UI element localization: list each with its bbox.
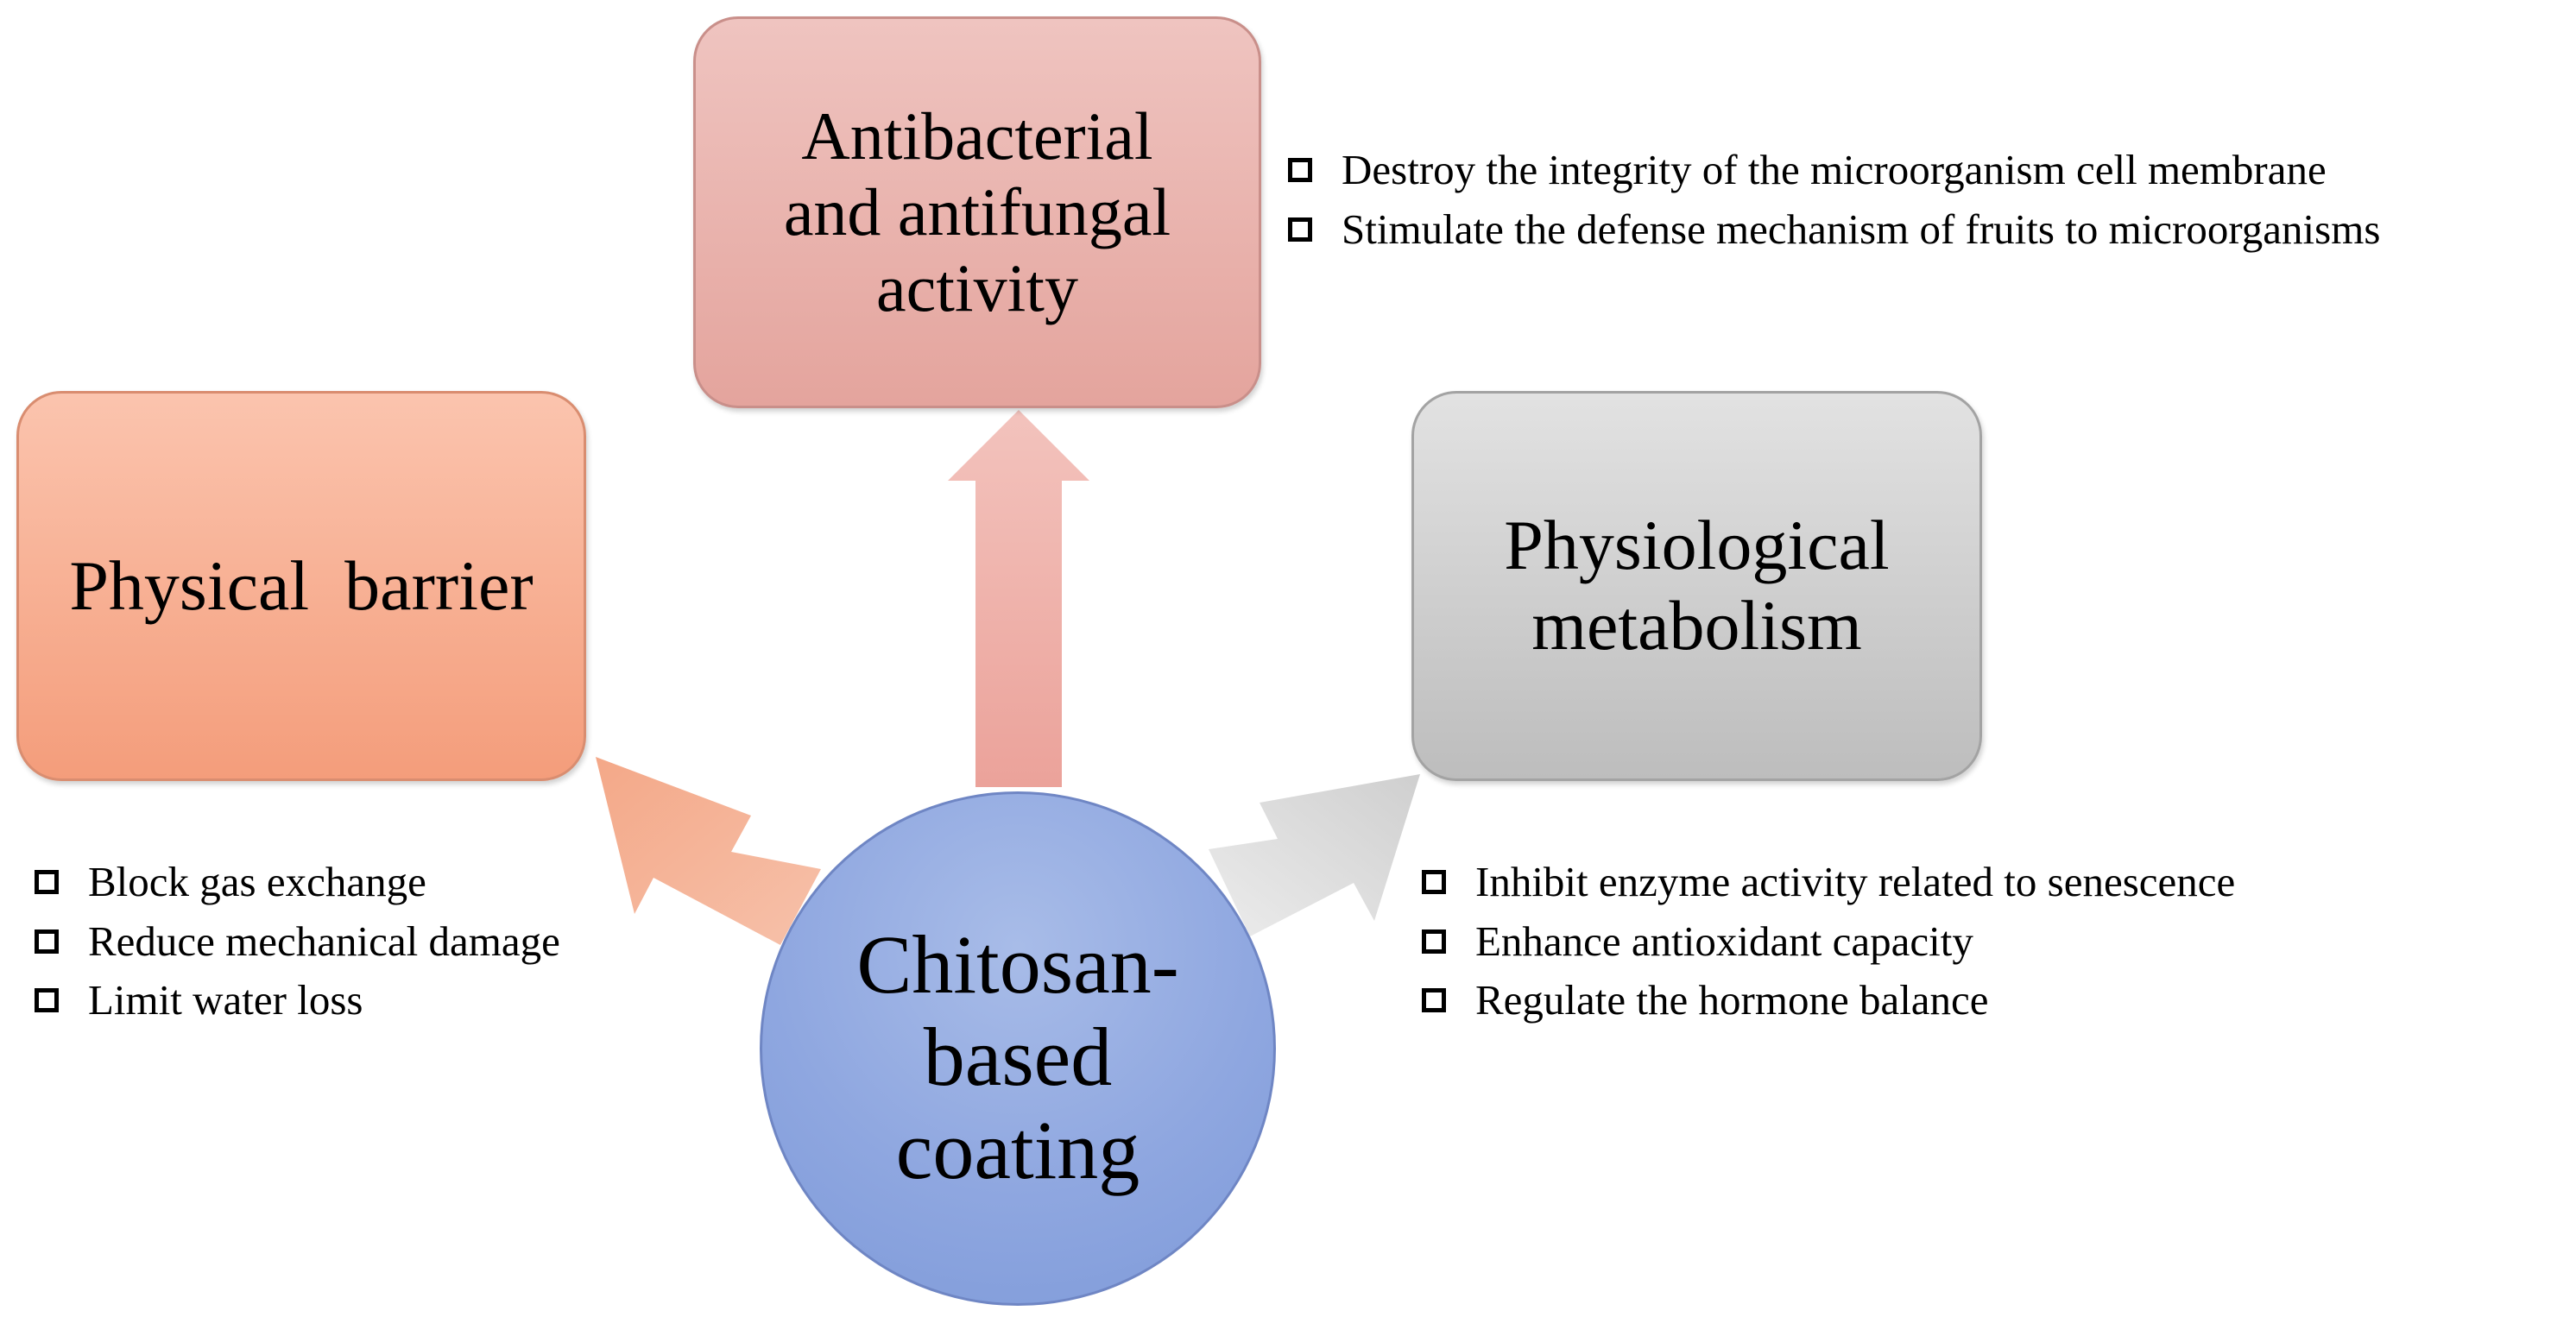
physical-barrier-effects-list: Block gas exchange Reduce mechanical dam… bbox=[35, 853, 560, 1030]
checkbox-icon bbox=[1422, 870, 1446, 895]
checkbox-icon bbox=[35, 929, 59, 954]
list-item: Destroy the integrity of the microorgani… bbox=[1288, 141, 2380, 200]
list-item: Regulate the hormone balance bbox=[1422, 971, 2235, 1030]
box-physical-barrier: Physical barrier bbox=[16, 391, 586, 781]
physiological-effects-list: Inhibit enzyme activity related to senes… bbox=[1422, 853, 2235, 1030]
list-item: Inhibit enzyme activity related to senes… bbox=[1422, 853, 2235, 912]
list-item: Reduce mechanical damage bbox=[35, 912, 560, 972]
arrow-to-physiological bbox=[1209, 774, 1420, 936]
list-item-text: Destroy the integrity of the microorgani… bbox=[1342, 146, 2327, 193]
list-item: Stimulate the defense mechanism of fruit… bbox=[1288, 200, 2380, 260]
list-item-text: Stimulate the defense mechanism of fruit… bbox=[1342, 205, 2381, 253]
checkbox-icon bbox=[1288, 217, 1312, 242]
arrow-to-physical bbox=[596, 757, 821, 945]
list-item: Enhance antioxidant capacity bbox=[1422, 912, 2235, 972]
checkbox-icon bbox=[35, 870, 59, 895]
checkbox-icon bbox=[1422, 988, 1446, 1013]
list-item-text: Regulate the hormone balance bbox=[1475, 976, 1989, 1024]
antibacterial-effects-list: Destroy the integrity of the microorgani… bbox=[1288, 141, 2380, 259]
checkbox-icon bbox=[35, 988, 59, 1013]
list-item: Block gas exchange bbox=[35, 853, 560, 912]
list-item-text: Inhibit enzyme activity related to senes… bbox=[1475, 858, 2236, 905]
box-physical-title: Physical barrier bbox=[69, 545, 534, 625]
list-item-text: Enhance antioxidant capacity bbox=[1475, 917, 1973, 965]
list-item-text: Block gas exchange bbox=[88, 858, 426, 905]
list-item-text: Limit water loss bbox=[88, 976, 363, 1024]
checkbox-icon bbox=[1422, 929, 1446, 954]
arrow-to-antibacterial bbox=[948, 410, 1089, 787]
checkbox-icon bbox=[1288, 158, 1312, 183]
list-item-text: Reduce mechanical damage bbox=[88, 917, 560, 965]
list-item: Limit water loss bbox=[35, 971, 560, 1030]
